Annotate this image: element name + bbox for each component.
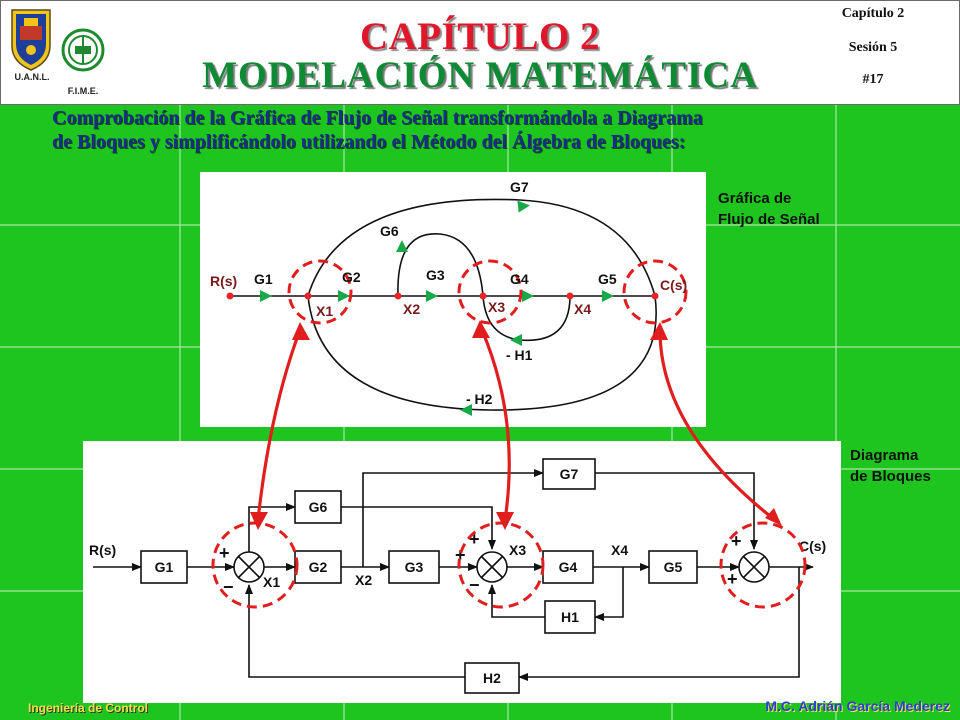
bd-signal-x2: X2 (355, 572, 372, 588)
uanl-logo (11, 9, 51, 71)
bd-output: C(s) (799, 538, 826, 554)
bd-input: R(s) (89, 542, 116, 558)
block-diagram-panel: G1 G2 G3 G4 G5 G6 G7 H1 H2 R(s) C(s) X1 … (83, 441, 841, 703)
block-h1: H1 (561, 609, 579, 625)
sfg-branch-g2: G2 (342, 269, 361, 285)
sfg-caption-line-2: Flujo de Señal (718, 211, 820, 228)
description: Comprobación de la Gráfica de Flujo de S… (52, 106, 942, 154)
block-g7: G7 (560, 466, 579, 482)
session-label: Sesión 5 (848, 40, 898, 55)
sfg-branch-g1: G1 (254, 271, 273, 287)
sfg-forward-arrows (260, 290, 614, 302)
description-line-1: Comprobación de la Gráfica de Flujo de S… (52, 107, 703, 129)
block-g6: G6 (309, 499, 328, 515)
block-g5: G5 (664, 559, 683, 575)
block-g4: G4 (559, 559, 578, 575)
sfg-caption-line-1: Gráfica de (718, 190, 792, 207)
summer1-sign-minus: − (223, 577, 234, 597)
block-g1: G1 (155, 559, 174, 575)
block-g3: G3 (405, 559, 424, 575)
sfg-branch-g4: G4 (510, 271, 529, 287)
bd-signal-x3: X3 (509, 542, 526, 558)
signal-flow-graph-panel: R(s) X1 X2 X3 X4 C(s) G1 G2 G3 G4 G5 G6 … (200, 172, 706, 427)
sfg-branch-g6: G6 (380, 223, 399, 239)
sfg-node-c: C(s) (660, 277, 687, 293)
sfg-highlight-circles (287, 259, 688, 325)
sfg-branch-g7: G7 (510, 179, 529, 195)
sfg-caption: Gráfica de Flujo de Señal (718, 188, 820, 230)
footer-course: Ingeniería de Control (28, 701, 149, 715)
footer-author: M.C. Adrián García Mederez (765, 698, 950, 714)
sfg-branch-h2: - H2 (466, 391, 493, 407)
page-subtitle: MODELACIÓN MATEMÁTICA (202, 55, 758, 96)
page-title: CAPÍTULO 2 (359, 15, 601, 58)
summer2-sign-bottom: − (469, 575, 480, 595)
summer2-sign-left: + (455, 545, 466, 565)
sfg-node-x3: X3 (488, 299, 505, 315)
sfg-node-r: R(s) (210, 273, 237, 289)
block-h2: H2 (483, 670, 501, 686)
fime-logo (61, 28, 105, 72)
sfg-node-x4: X4 (574, 301, 591, 317)
summer3-sign-top: + (731, 531, 742, 551)
sfg-node-x2: X2 (403, 301, 420, 317)
bd-caption-line-2: de Bloques (850, 468, 931, 485)
block-g2: G2 (309, 559, 328, 575)
sfg-branch-g3: G3 (426, 267, 445, 283)
uanl-logo-text: U.A.N.L. (14, 72, 50, 82)
bd-caption-line-1: Diagrama (850, 447, 919, 464)
signal-flow-graph: R(s) X1 X2 X3 X4 C(s) G1 G2 G3 G4 G5 G6 … (210, 179, 688, 416)
sfg-nodes (226, 292, 659, 300)
bd-caption: Diagrama de Bloques (850, 445, 931, 487)
fime-logo-text: F.I.M.E. (67, 86, 99, 96)
description-line-2: de Bloques y simplificándolo utilizando … (52, 131, 686, 153)
summing-junctions (233, 551, 770, 583)
summer3-sign-left: + (727, 569, 738, 589)
sfg-branch-g5: G5 (598, 271, 617, 287)
sfg-branch-h1: - H1 (506, 347, 533, 363)
summer2-sign-top: + (469, 529, 480, 549)
block-diagram: G1 G2 G3 G4 G5 G6 G7 H1 H2 R(s) C(s) X1 … (89, 458, 826, 694)
chapter-label: Capítulo 2 (841, 6, 905, 21)
bd-signal-x1: X1 (263, 574, 280, 590)
slide-number: #17 (862, 72, 884, 87)
sfg-node-x1: X1 (316, 303, 333, 319)
bd-signal-x4: X4 (611, 542, 628, 558)
summer1-sign-plus: + (219, 543, 230, 563)
